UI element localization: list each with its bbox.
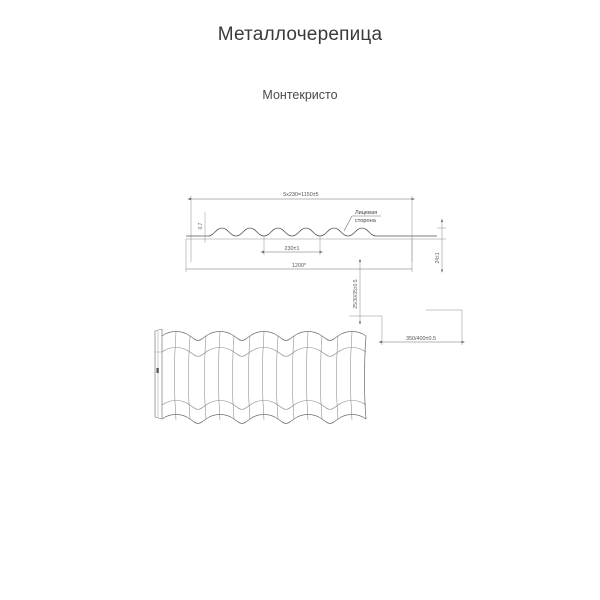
face-side-label-line2: сторона — [355, 218, 377, 224]
perspective-sheet-view — [154, 328, 367, 424]
dim-step-length-label: 350/400±0.5 — [406, 336, 436, 342]
dim-wave-pitch: 230±1 — [260, 236, 323, 255]
product-model-title: Монтекристо — [262, 88, 338, 102]
dim-overall-width-label: 1200* — [292, 263, 307, 269]
dim-wave-pitch-label: 230±1 — [285, 246, 300, 252]
dim-profile-height-label: 24±1 — [435, 252, 441, 263]
step-dimensions: 25/30/35±0.5 350/400±0.5 — [349, 258, 465, 345]
sheet-left-edge — [154, 328, 163, 420]
face-side-label-line1: Лицевая — [355, 210, 377, 216]
dim-useful-width: 5х230=1150±5 — [187, 192, 415, 201]
page-title: Металлочерепица — [217, 24, 383, 45]
dim-thickness: 0.7 — [198, 212, 211, 243]
dim-step-height-label: 25/30/35±0.5 — [353, 279, 359, 308]
dim-thickness-label: 0.7 — [198, 222, 204, 229]
profile-cross-section: 5х230=1150±5 0.7 230±1 — [185, 192, 446, 273]
face-side-callout: Лицевая сторона — [343, 210, 381, 232]
dim-overall-width: 1200* — [185, 239, 413, 272]
dim-profile-height: 24±1 — [435, 218, 446, 273]
dim-useful-width-label: 5х230=1150±5 — [283, 192, 318, 198]
